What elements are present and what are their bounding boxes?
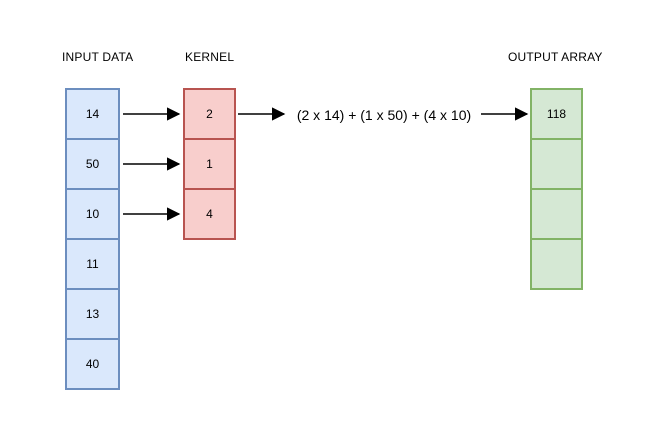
output-array-column: 118	[530, 88, 583, 290]
input-data-column: 14 50 10 11 13 40	[65, 88, 120, 390]
output-cell	[530, 238, 583, 290]
output-array-label: OUTPUT ARRAY	[508, 50, 603, 64]
input-cell: 14	[65, 88, 120, 140]
input-cell: 11	[65, 238, 120, 290]
output-cell	[530, 188, 583, 240]
input-cell: 50	[65, 138, 120, 190]
input-cell: 10	[65, 188, 120, 240]
kernel-column: 2 1 4	[183, 88, 236, 240]
kernel-cell: 1	[183, 138, 236, 190]
output-cell	[530, 138, 583, 190]
input-cell: 13	[65, 288, 120, 340]
kernel-cell: 2	[183, 88, 236, 140]
kernel-label: KERNEL	[185, 50, 235, 64]
kernel-cell: 4	[183, 188, 236, 240]
output-cell: 118	[530, 88, 583, 140]
input-data-label: INPUT DATA	[62, 50, 134, 64]
input-cell: 40	[65, 338, 120, 390]
formula-text: (2 x 14) + (1 x 50) + (4 x 10)	[296, 107, 472, 123]
